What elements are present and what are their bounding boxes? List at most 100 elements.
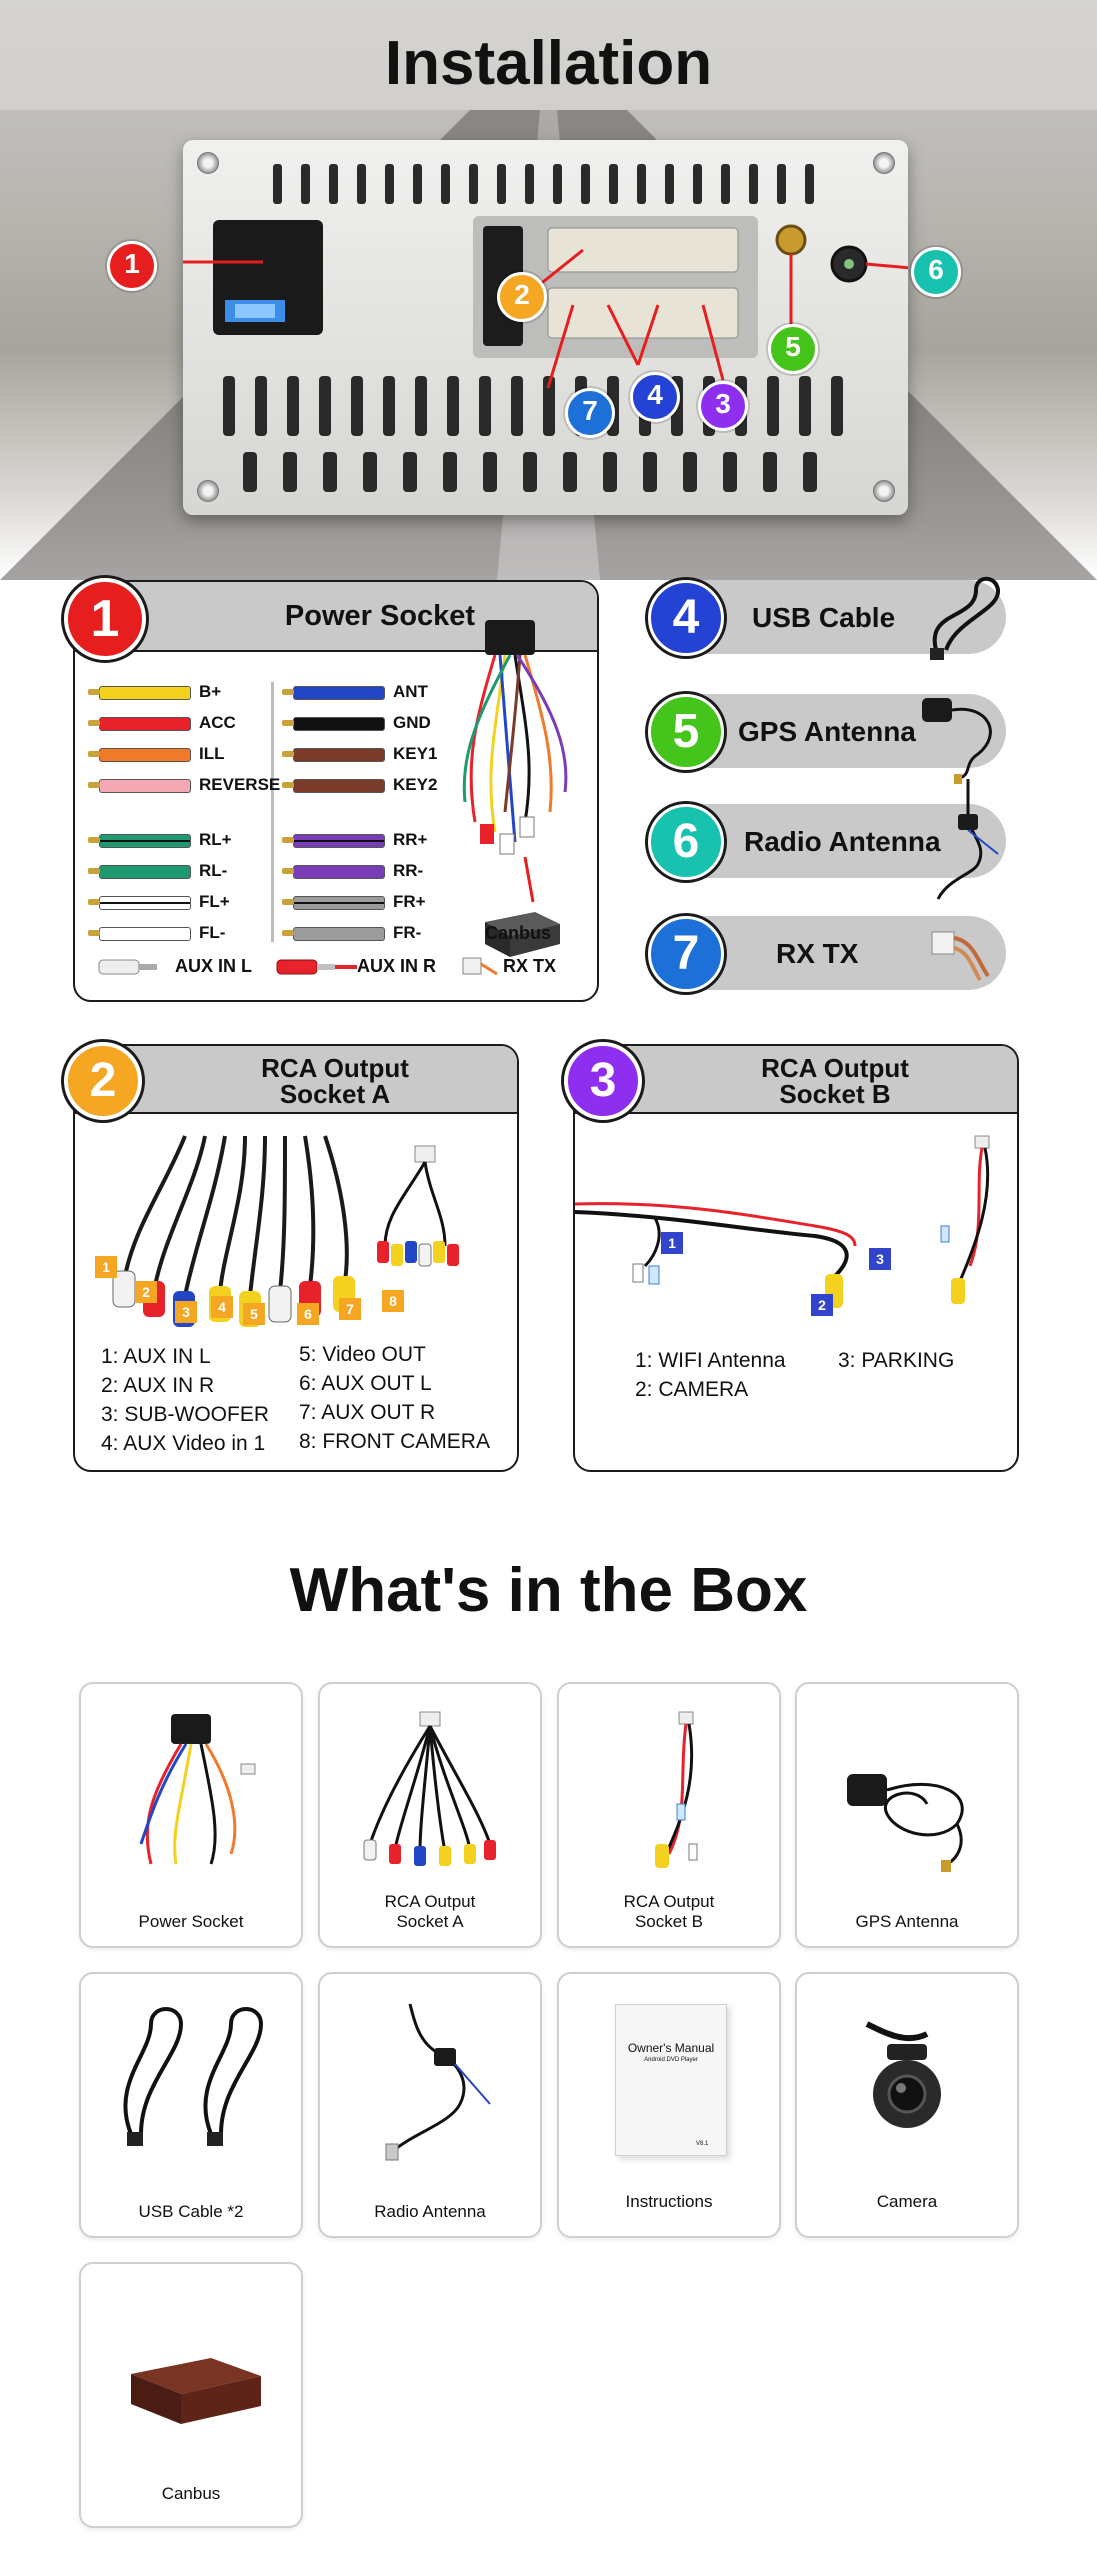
rx-tx-label: RX TX: [503, 956, 557, 976]
screw-icon: [197, 152, 219, 174]
box-item-label: RCA Output Socket A: [384, 1892, 476, 1931]
wire-label: KEY2: [393, 775, 438, 794]
rca-b-list-right: 3: PARKING: [838, 1346, 954, 1375]
canbus-box-illustration: [485, 912, 560, 957]
marker-2: 2: [497, 272, 547, 322]
box-item-label: Instructions: [625, 2192, 713, 2211]
rca-a-tag: 1: [95, 1256, 117, 1278]
canbus-illustration: [131, 2358, 261, 2424]
wire-label: GND: [393, 713, 431, 732]
box-item-label: Radio Antenna: [374, 2202, 486, 2221]
wire-label: ACC: [199, 713, 236, 732]
wire-label: RL-: [199, 861, 228, 880]
wire-label: RL+: [199, 830, 232, 849]
rca-a-tag: 8: [382, 1290, 404, 1312]
rca-socket-a-panel: RCA Output Socket A 1 2 3 4 5 6 7 8 1: A…: [73, 1044, 519, 1472]
box-item-gps-antenna: GPS Antenna: [795, 1682, 1019, 1948]
wire-label: FL-: [199, 923, 226, 942]
rx-tx-connector-icon: [462, 957, 498, 976]
wire-swatch: [88, 896, 191, 910]
marker-5: 5: [768, 324, 818, 374]
radio-antenna-illustration: [936, 779, 999, 900]
rca-socket-a-number: 2: [64, 1042, 142, 1120]
screw-icon: [873, 152, 895, 174]
aux-r-plug-icon: [276, 959, 357, 975]
gps-antenna-illustration: [847, 1774, 964, 1872]
box-item-canbus: Canbus: [79, 2262, 303, 2528]
rca-a-item: 6: AUX OUT L: [299, 1372, 432, 1395]
power-socket-illustration: [139, 1714, 256, 1865]
wire-swatch: [282, 834, 385, 848]
marker-3: 3: [698, 381, 748, 431]
wire-swatch: [282, 896, 385, 910]
rca-a-item: 3: SUB-WOOFER: [101, 1403, 270, 1426]
box-item-usb-cable: USB Cable *2: [79, 1972, 303, 2238]
wire-label: FR-: [393, 923, 422, 942]
marker-4: 4: [630, 372, 680, 422]
rca-a-list-right: 5: Video OUT 6: AUX OUT L 7: AUX OUT R 8…: [299, 1340, 490, 1456]
rx-tx-title: RX TX: [776, 938, 859, 969]
rca-socket-b-panel: RCA Output Socket B 1 2 3 1: WIFI Antenn…: [573, 1044, 1019, 1472]
power-socket-title: Power Socket: [284, 600, 476, 632]
screw-icon: [873, 480, 895, 502]
rca-a-tag: 2: [135, 1281, 157, 1303]
box-item-label: Power Socket: [138, 1912, 244, 1931]
power-socket-number: 1: [64, 578, 146, 660]
wire-swatch: [88, 686, 191, 700]
wire-swatch: [282, 748, 385, 762]
wire-swatch: [282, 686, 385, 700]
rca-a-list-left: 1: AUX IN L 2: AUX IN R 3: SUB-WOOFER 4:…: [101, 1342, 269, 1458]
wire-swatch: [282, 865, 385, 879]
rca-b-item: 2: CAMERA: [635, 1378, 749, 1401]
wire-swatch: [88, 748, 191, 762]
rca-a-tag: 4: [211, 1296, 233, 1318]
whats-in-the-box-title: What's in the Box: [289, 1556, 808, 1625]
marker-7: 7: [565, 388, 615, 438]
wire-label: RR+: [393, 830, 428, 849]
box-item-camera: Camera: [795, 1972, 1019, 2238]
radio-antenna-pill: 6 Radio Antenna: [648, 779, 1006, 900]
box-item-radio-antenna: Radio Antenna: [318, 1972, 542, 2238]
box-item-label: Camera: [876, 2192, 938, 2211]
rca-a-tag: 5: [243, 1303, 265, 1325]
head-unit-rear: [148, 140, 912, 515]
rca-a-item: 8: FRONT CAMERA: [299, 1430, 490, 1453]
usb-cable-illustration: [123, 2007, 264, 2146]
aux-l-plug-icon: [98, 959, 157, 975]
panel-header: [75, 1046, 517, 1114]
rx-tx-pill: 7 RX TX: [648, 916, 1006, 992]
screw-icon: [197, 480, 219, 502]
marker-1: 1: [107, 241, 157, 291]
wire-label: ANT: [393, 682, 428, 701]
rca-b-item: 3: PARKING: [838, 1349, 955, 1372]
rca-a-item: 1: AUX IN L: [101, 1345, 211, 1368]
rca-socket-a-illustration: [363, 1711, 496, 1866]
rca-a-tag: 6: [297, 1303, 319, 1325]
installation-hero: Installation: [0, 0, 1097, 580]
gps-antenna-pill: 5 GPS Antenna: [648, 694, 1006, 784]
wire-swatch: [88, 717, 191, 731]
gps-antenna-illustration: [922, 698, 992, 784]
rca-a-tag: 7: [339, 1298, 361, 1320]
radio-antenna-illustration: [385, 2003, 491, 2161]
wire-swatch: [88, 779, 191, 793]
rca-a-item: 7: AUX OUT R: [299, 1401, 436, 1424]
box-item-instructions: Owner's Manual Android DVD Player V8.1 I…: [557, 1972, 781, 2238]
wire-swatch: [282, 779, 385, 793]
rca-b-tag: 2: [811, 1294, 833, 1316]
usb-cable-title: USB Cable: [752, 602, 896, 633]
wire-label: FR+: [393, 892, 426, 911]
marker-6: 6: [911, 247, 961, 297]
wire-swatch: [88, 865, 191, 879]
box-item-rca-socket-a: RCA Output Socket A: [318, 1682, 542, 1948]
rca-b-tag: 3: [869, 1248, 891, 1270]
rca-b-tag: 1: [661, 1232, 683, 1254]
rca-a-item: 2: AUX IN R: [101, 1374, 215, 1397]
wire-label: B+: [199, 682, 222, 701]
box-item-label: RCA Output Socket B: [623, 1892, 715, 1931]
rca-b-title-line2: Socket B: [779, 1079, 891, 1109]
aux-in-l-label: AUX IN L: [175, 956, 253, 976]
wire-label: RR-: [393, 861, 424, 880]
wire-label: FL+: [199, 892, 230, 911]
gps-antenna-title: GPS Antenna: [738, 716, 916, 747]
